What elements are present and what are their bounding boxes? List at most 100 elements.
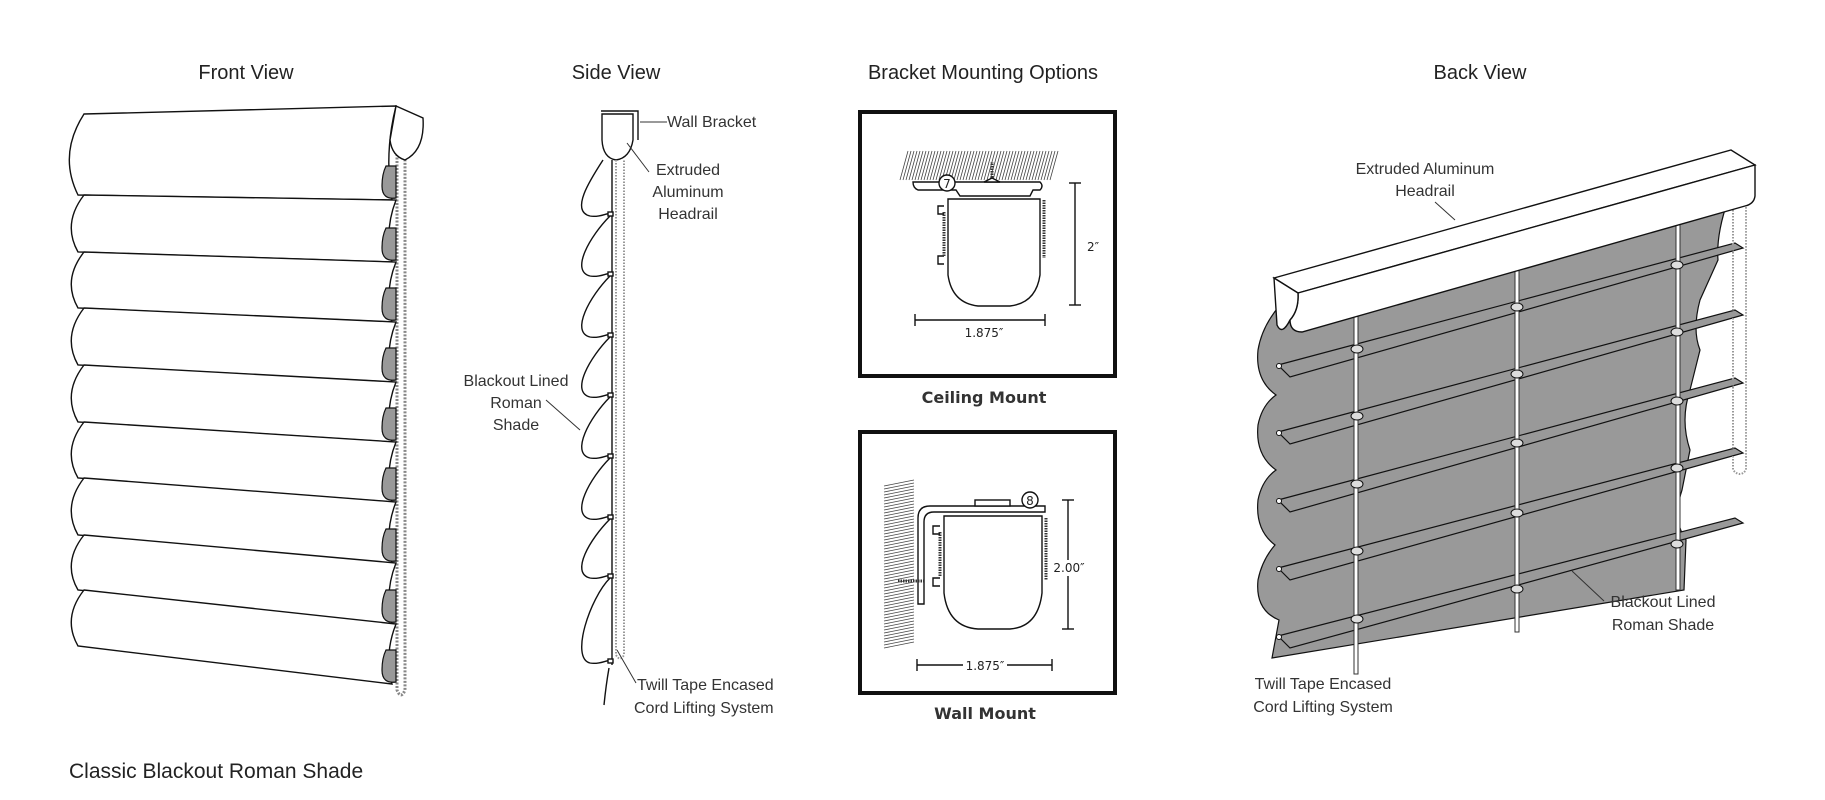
hatch-line <box>950 150 960 181</box>
front-fold-tab <box>381 589 397 623</box>
back-cord-ring <box>1670 396 1684 406</box>
label-side-shade-3: Shade <box>493 417 539 434</box>
back-cord-ring <box>1350 479 1364 489</box>
side-ring <box>607 392 614 398</box>
hatch-line <box>883 479 915 487</box>
side-fold <box>581 577 611 665</box>
hatch-line <box>959 150 969 181</box>
hatch-line <box>883 587 915 595</box>
front-fold-tab <box>381 165 397 199</box>
front-fold-tab <box>381 467 397 501</box>
hatch-line <box>883 620 915 628</box>
hatch-line <box>992 150 1002 181</box>
hatch-line <box>883 515 915 523</box>
bracket-options-title: Bracket Mounting Options <box>868 62 1098 84</box>
wall-mount-panel: 8 2.00″ 1.875″ <box>858 430 1117 695</box>
hatch-line <box>883 503 915 511</box>
label-side-cord-1: Twill Tape Encased <box>637 677 774 694</box>
hatch-line <box>883 593 915 601</box>
hatch-line <box>902 150 912 181</box>
wall-bracket-clip <box>974 499 1011 507</box>
ceiling-width-dim: 1.875″ <box>965 326 1004 340</box>
back-cord-ring <box>1350 546 1364 556</box>
label-side-cord-2: Cord Lifting System <box>634 700 774 717</box>
wall-badge-circle <box>1021 491 1039 509</box>
hatch-line <box>905 150 915 181</box>
back-rod-pocket <box>1276 309 1745 445</box>
hatch-line <box>883 560 915 568</box>
hatch-line <box>883 506 915 514</box>
hatch-line <box>883 551 915 559</box>
hatch-line <box>971 150 981 181</box>
side-view-title: Side View <box>572 62 661 84</box>
hatch-line <box>962 150 972 181</box>
side-fold <box>581 336 611 399</box>
hatch-line <box>883 599 915 607</box>
hatch-line <box>883 557 915 565</box>
front-view-drawing <box>68 104 424 697</box>
hatch-line <box>883 500 915 508</box>
wall-bracket <box>917 505 1046 605</box>
hatch-line <box>883 629 915 637</box>
hatch-line <box>883 554 915 562</box>
hatch-line <box>883 566 915 574</box>
back-cord-ring <box>1510 302 1524 312</box>
hatch-line <box>883 527 915 535</box>
label-side-headrail-1: Extruded <box>656 162 720 179</box>
hatch-line <box>908 150 918 181</box>
hatch-line <box>883 623 915 631</box>
ceiling-mount-caption: Ceiling Mount <box>922 388 1047 407</box>
hatch-line <box>956 150 966 181</box>
front-fold-tab <box>381 649 397 683</box>
label-back-shade-1: Blackout Lined <box>1611 594 1716 611</box>
front-bead-chain <box>395 140 407 697</box>
hatch-line <box>883 512 915 520</box>
ceiling-hook-top <box>937 205 944 215</box>
wall-height-dim: 2.00″ <box>1053 561 1085 575</box>
hatch-line <box>883 602 915 610</box>
hatch-line <box>883 536 915 544</box>
back-rod-pocket <box>1276 242 1745 378</box>
hatch-line <box>883 572 915 580</box>
back-rod-end <box>1276 363 1282 369</box>
hatch-line <box>1001 150 1011 181</box>
wall-hatch <box>883 479 915 649</box>
leader-back-shade <box>1571 570 1605 602</box>
label-back-headrail-1: Extruded Aluminum <box>1356 161 1495 178</box>
back-rod-pocket <box>1276 377 1745 513</box>
hatch-line <box>883 518 915 526</box>
hatch-line <box>883 509 915 517</box>
side-cord-chain <box>615 160 625 660</box>
hatch-line <box>929 150 939 181</box>
hatch-line <box>1043 150 1053 181</box>
hatch-line <box>883 494 915 502</box>
back-cord-ring <box>1350 614 1364 624</box>
hatch-line <box>883 584 915 592</box>
back-view-drawing <box>1257 149 1757 675</box>
hatch-line <box>883 548 915 556</box>
label-side-headrail-2: Aluminum <box>652 184 723 201</box>
ceiling-badge-circle <box>938 174 956 192</box>
back-lift-cord <box>1675 201 1681 591</box>
back-cord-ring <box>1350 344 1364 354</box>
hatch-line <box>983 150 993 181</box>
wall-badge-number: 8 <box>1026 494 1034 508</box>
hatch-line <box>932 150 942 181</box>
back-rod-end <box>1276 430 1282 436</box>
side-shade-tail <box>603 667 610 706</box>
side-ring <box>607 658 614 664</box>
hatch-line <box>974 150 984 181</box>
side-fold <box>581 215 611 278</box>
hatch-line <box>883 632 915 640</box>
hatch-line <box>1040 150 1050 181</box>
hatch-line <box>977 150 987 181</box>
hatch-line <box>920 150 930 181</box>
hatch-line <box>883 530 915 538</box>
hatch-line <box>883 611 915 619</box>
label-side-headrail-3: Headrail <box>658 206 718 223</box>
hatch-line <box>883 596 915 604</box>
hatch-line <box>883 539 915 547</box>
back-cord-ring <box>1510 369 1524 379</box>
wall-hook-top <box>932 525 940 535</box>
